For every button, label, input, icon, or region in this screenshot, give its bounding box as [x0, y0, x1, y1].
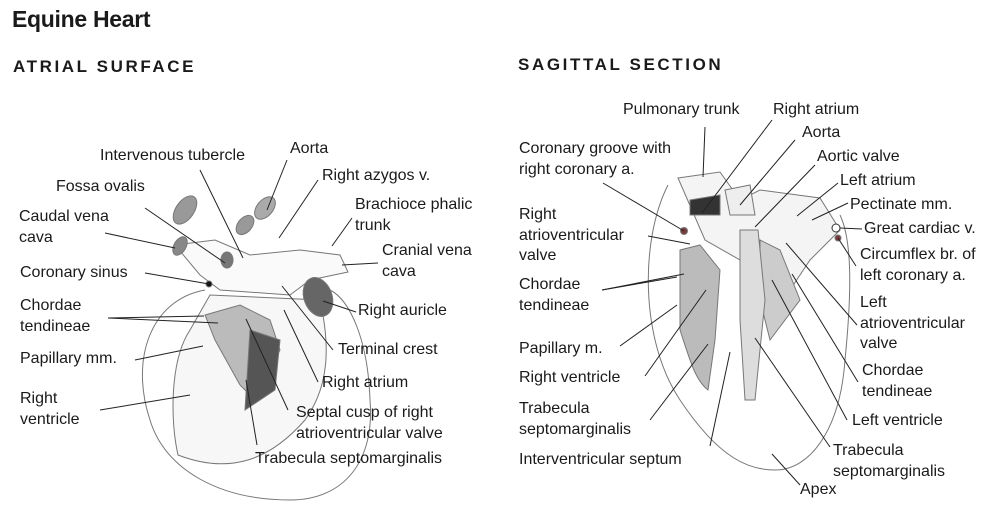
- figure-title: Equine Heart: [12, 6, 151, 32]
- label-papillary-m: Papillary m.: [519, 340, 603, 357]
- label-left-atrium: Left atrium: [840, 172, 916, 189]
- label-apex: Apex: [800, 481, 837, 498]
- sagittal-section-heading: SAGITTAL SECTION: [518, 55, 724, 74]
- label-right-auricle: Right auricle: [358, 302, 447, 319]
- label-intervenous-tubercle: Intervenous tubercle: [100, 147, 245, 164]
- label-trabecula: Trabecula septomarginalis: [255, 450, 443, 467]
- label-right-ventricle-sagittal: Right ventricle: [519, 369, 621, 386]
- label-interventricular-septum: Interventricular septum: [519, 451, 682, 468]
- sagittal-section-drawing: [647, 171, 851, 471]
- label-aorta: Aorta: [290, 140, 329, 157]
- label-aortic-valve: Aortic valve: [817, 148, 900, 165]
- label-coronary-sinus: Coronary sinus: [20, 264, 128, 281]
- label-great-cardiac-v: Great cardiac v.: [864, 220, 976, 237]
- label-papillary-mm: Papillary mm.: [20, 350, 117, 367]
- atrial-surface-heading: ATRIAL SURFACE: [13, 57, 197, 76]
- leader-lines: [99, 119, 863, 486]
- label-pulmonary-trunk: Pulmonary trunk: [623, 101, 740, 118]
- label-right-atrium: Right atrium: [322, 374, 409, 391]
- label-right-azygos: Right azygos v.: [322, 167, 431, 184]
- label-right-atrium-sagittal: Right atrium: [773, 101, 860, 118]
- label-pectinate-mm: Pectinate mm.: [850, 196, 953, 213]
- label-fossa-ovalis: Fossa ovalis: [56, 178, 145, 195]
- label-aorta-sagittal: Aorta: [802, 124, 841, 141]
- label-left-ventricle: Left ventricle: [852, 412, 943, 429]
- label-terminal-crest: Terminal crest: [338, 341, 438, 358]
- atrial-surface-drawing: [142, 195, 372, 501]
